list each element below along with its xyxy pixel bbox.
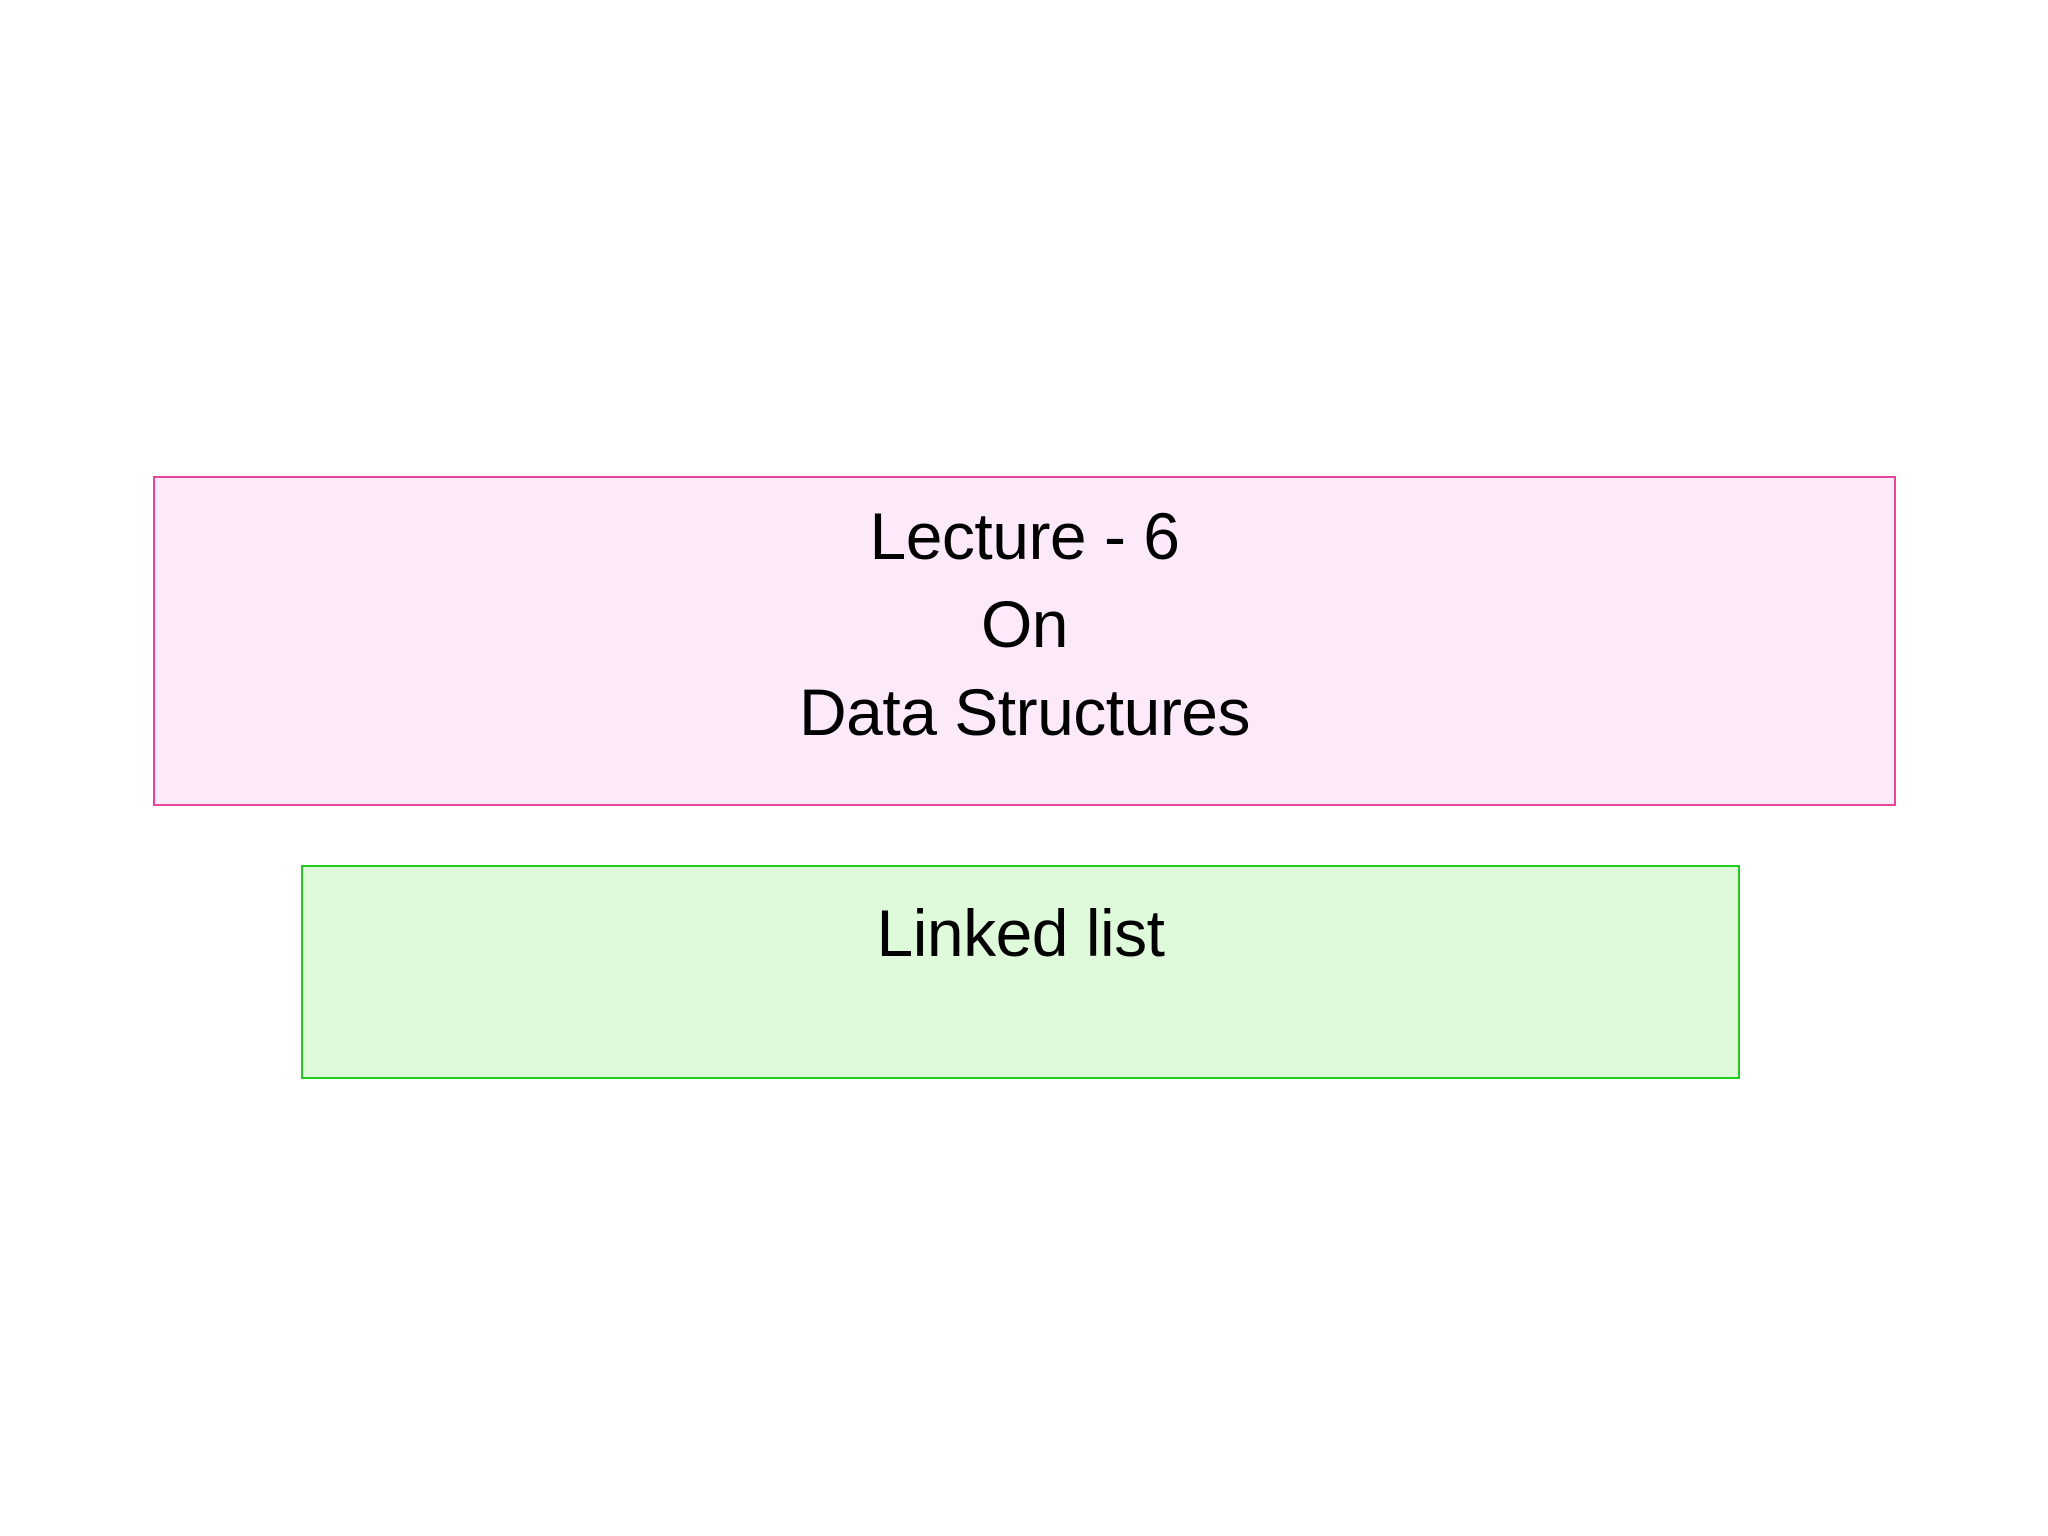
title-box: Lecture - 6 On Data Structures [153,476,1896,806]
title-line-lecture: Lecture - 6 [869,499,1181,573]
subtitle-line-topic: Linked list [876,896,1166,970]
subtitle-text-block: Linked list [303,889,1738,977]
title-text-block: Lecture - 6 On Data Structures [155,492,1894,756]
subtitle-box: Linked list [301,865,1740,1079]
title-line-on: On [980,587,1069,661]
title-line-subject: Data Structures [798,675,1251,749]
